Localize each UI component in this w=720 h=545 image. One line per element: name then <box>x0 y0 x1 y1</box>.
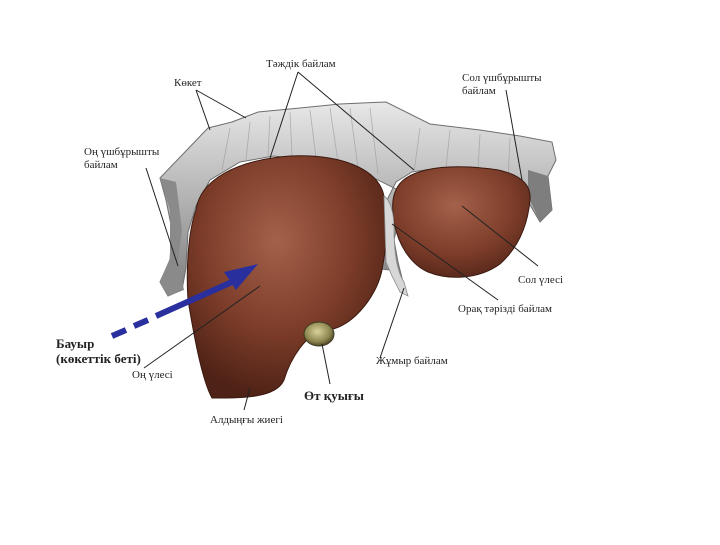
falciform-ligament-shape <box>383 195 409 297</box>
label-coronary-ligament: Тәждік байлам <box>266 58 336 70</box>
label-diaphragm: Көкет <box>174 77 202 89</box>
label-left-lobe: Сол үлесі <box>518 274 564 286</box>
right-ligament-edge <box>160 178 184 296</box>
right-lobe-shape <box>186 155 388 399</box>
label-liver-diaphragmatic-surface: Бауыр (көкеттік беті) <box>56 336 141 366</box>
label-gallbladder: Өт қуығы <box>304 388 364 403</box>
label-falciform-ligament: Орақ тәрізді байлам <box>458 303 552 315</box>
left-ligament-edge <box>528 170 552 222</box>
label-right-triangular-ligament: Оң үшбұрышты байлам <box>84 146 160 171</box>
label-right-lobe: Оң үлесі <box>132 369 173 381</box>
label-anterior-border: Алдыңғы жиегі <box>210 414 283 426</box>
gallbladder-shape <box>303 321 335 347</box>
left-lobe-shape <box>392 166 531 278</box>
pointer-arrow <box>110 264 258 339</box>
label-round-ligament: Жұмыр байлам <box>376 355 448 367</box>
label-left-triangular-ligament: Сол үшбұрышты байлам <box>462 72 542 97</box>
